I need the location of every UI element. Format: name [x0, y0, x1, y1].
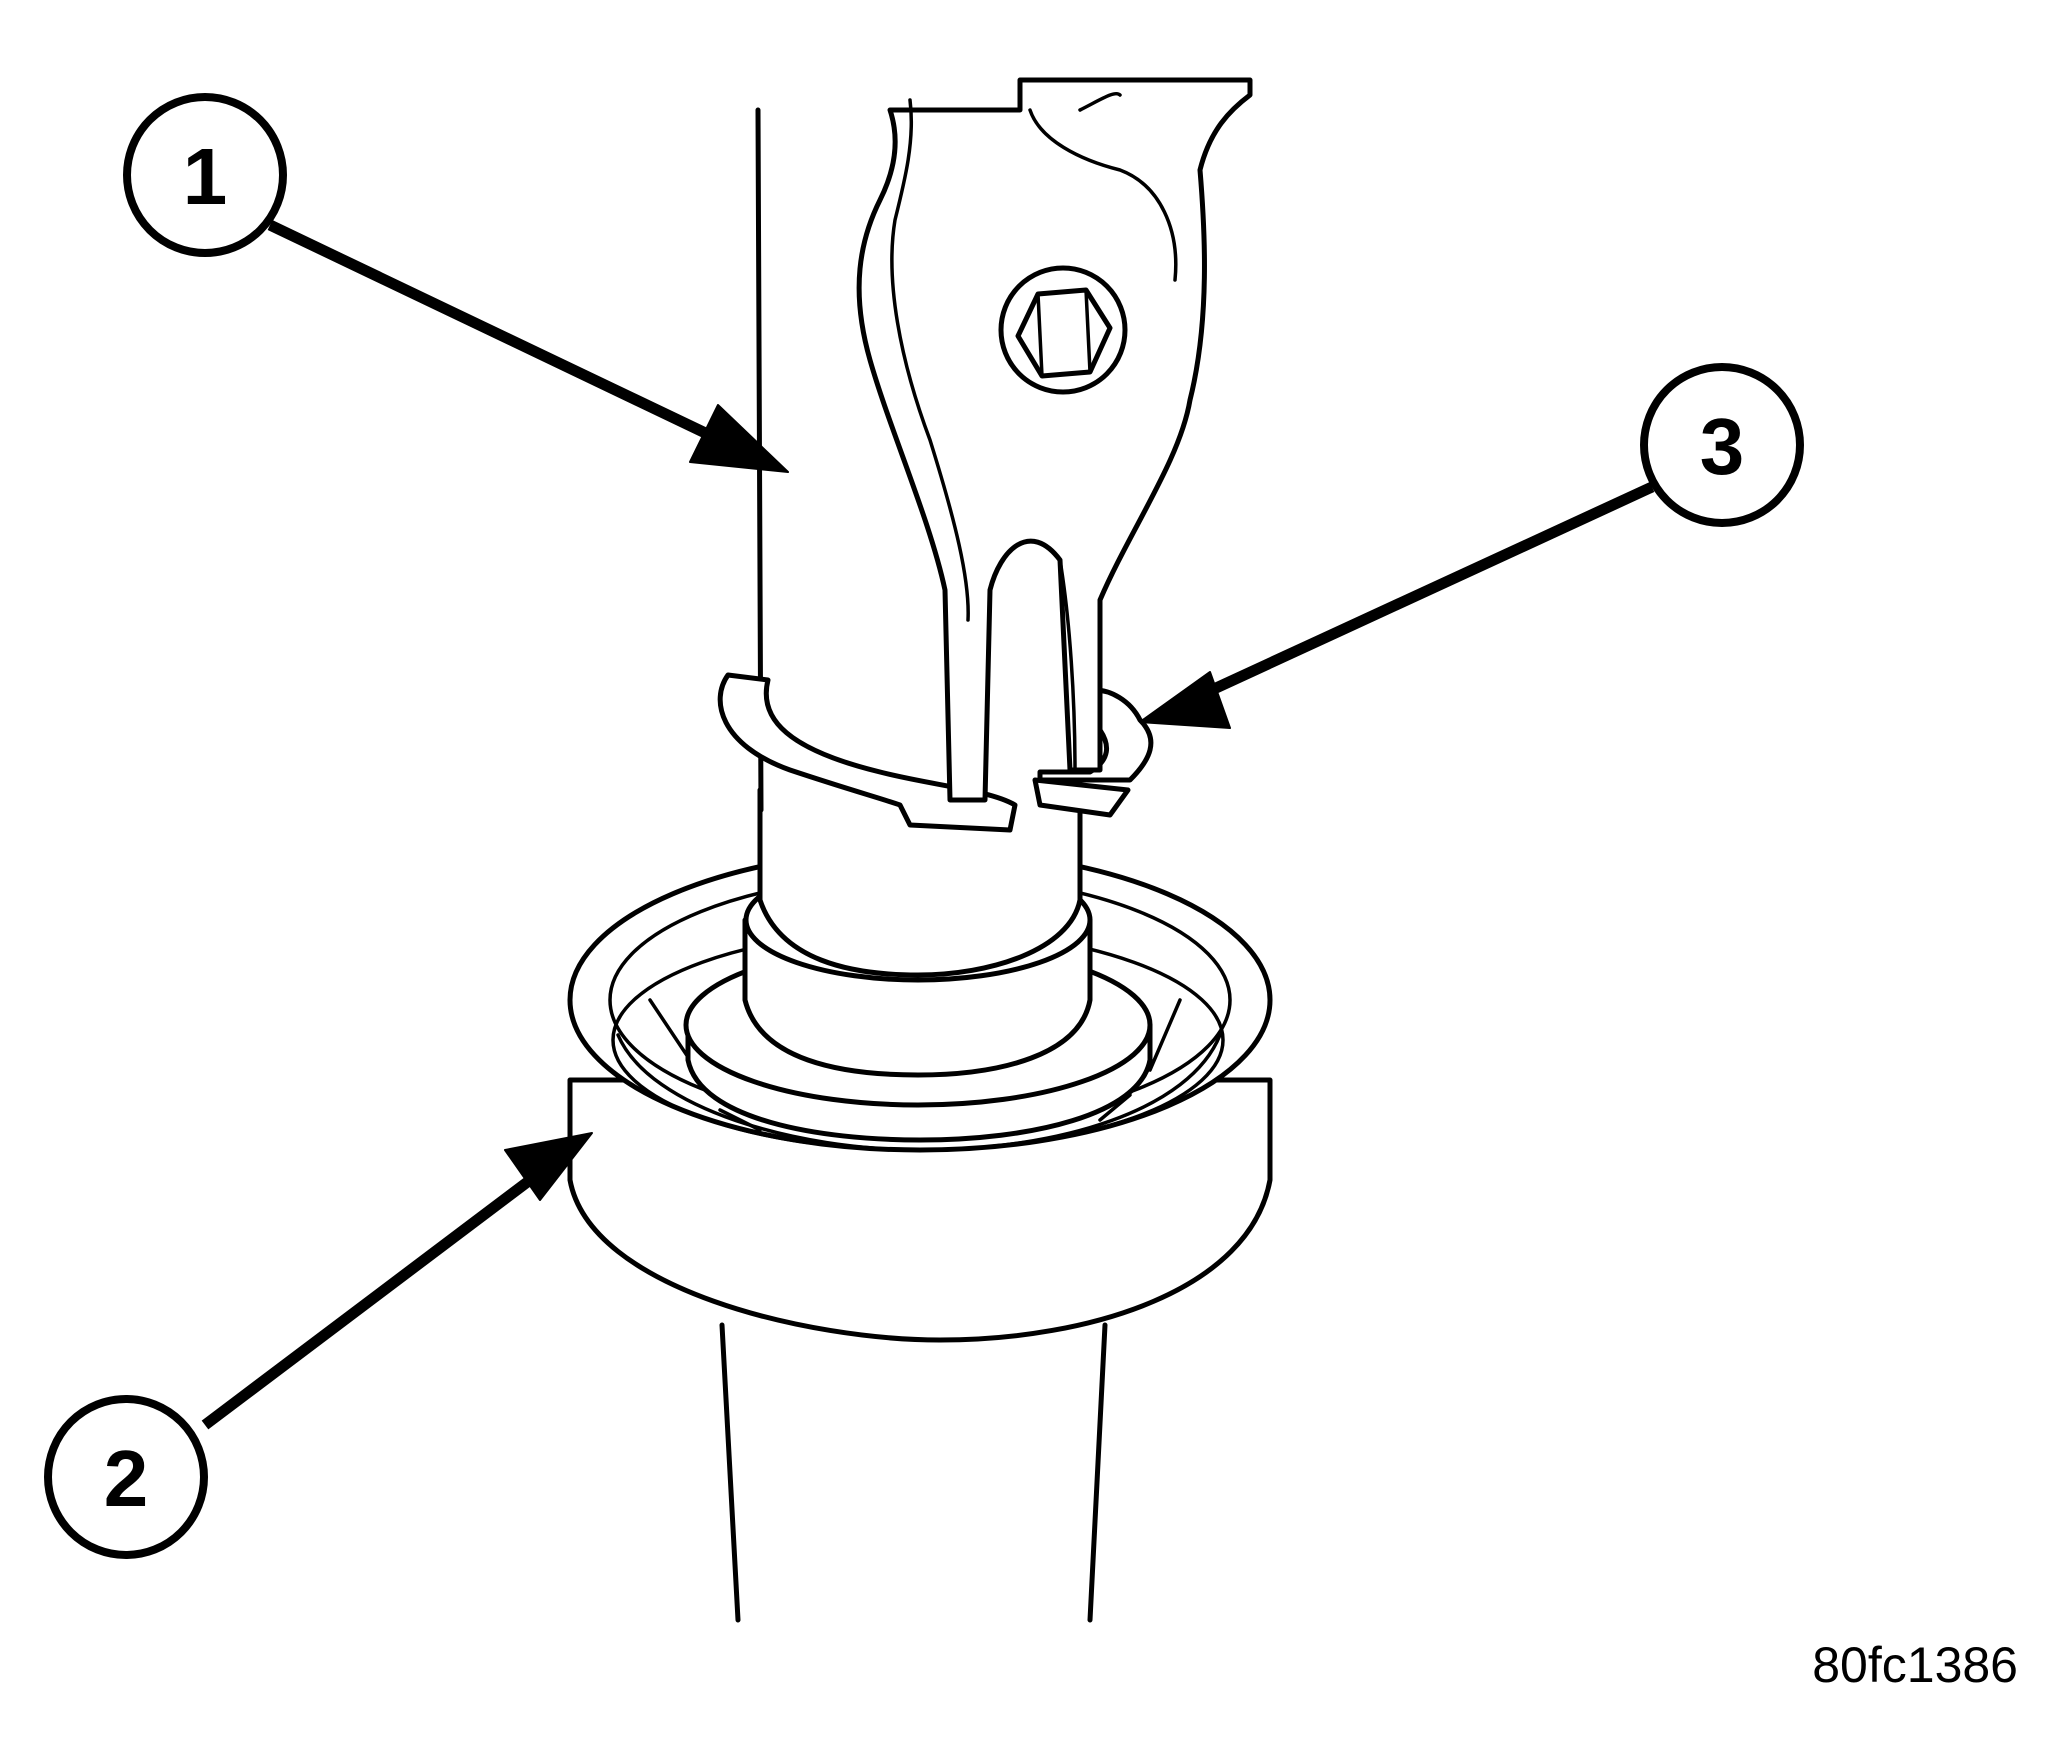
callout-balloon-3: 3: [1640, 363, 1804, 527]
snap-ring-pliers: [856, 77, 1253, 803]
callout-balloon-1: 1: [123, 93, 287, 257]
lower-tube: [719, 1322, 1108, 1623]
leader-3: [1139, 482, 1655, 729]
leader-1: [267, 220, 789, 473]
snap-ring: [717, 672, 1154, 833]
shaft-collar: [683, 787, 1153, 1143]
leader-2: [201, 1132, 593, 1430]
callout-number-1: 1: [183, 132, 228, 221]
callout-number-2: 2: [104, 1434, 149, 1523]
callout-balloon-2: 2: [44, 1395, 208, 1559]
callout-number-3: 3: [1700, 402, 1745, 491]
figure-id-code: 80fc1386: [1812, 1637, 2018, 1693]
